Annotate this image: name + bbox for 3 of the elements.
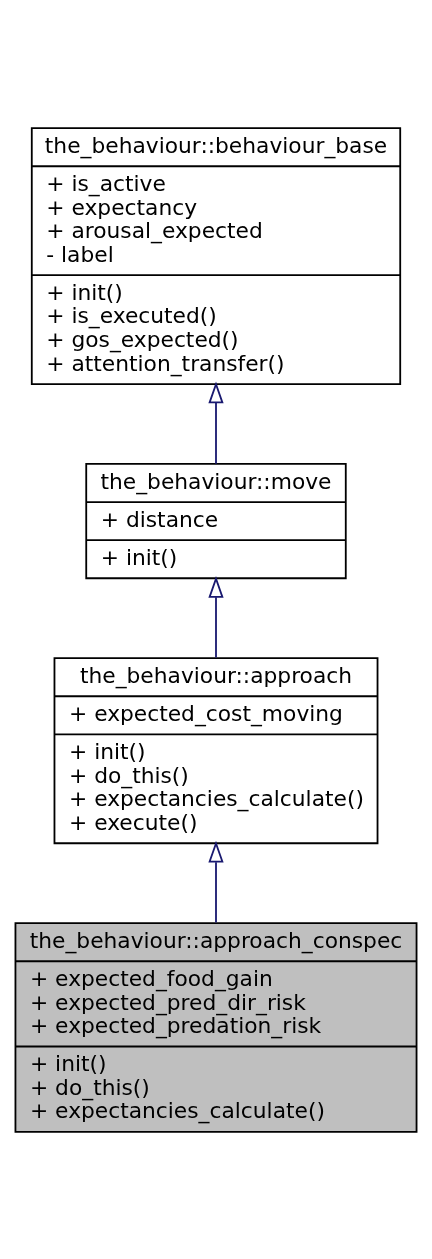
arrow [208, 381, 224, 465]
arrow [208, 575, 224, 659]
arrow [208, 840, 224, 923]
